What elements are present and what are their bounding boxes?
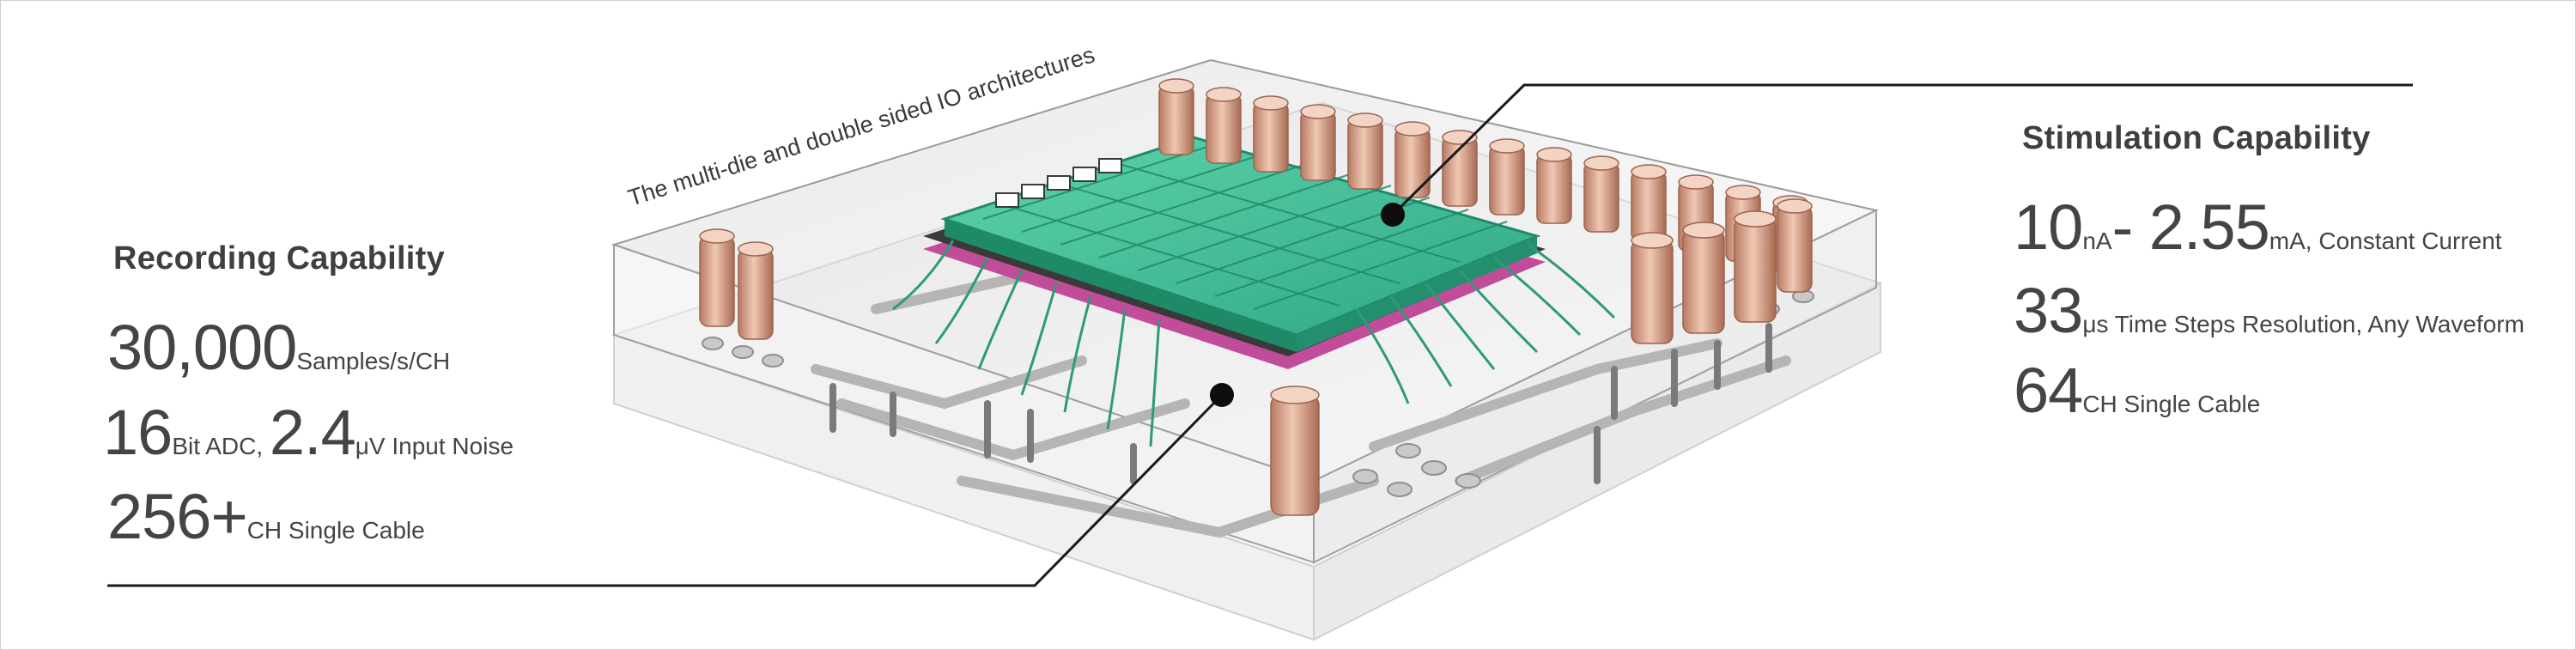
capacitor-bank-right bbox=[1631, 198, 1813, 344]
stimulation-time-steps: 33μs Time Steps Resolution, Any Waveform bbox=[2014, 279, 2524, 343]
time-step-unit: μs Time Steps Resolution, Any Waveform bbox=[2082, 311, 2524, 337]
smd-components bbox=[995, 158, 1122, 208]
current-min-value: 10 bbox=[2014, 191, 2083, 263]
capacitor-bank-back bbox=[1158, 78, 1808, 272]
capacitor-front bbox=[1270, 386, 1320, 516]
stimulation-current-range: 10nA- 2.55mA, Constant Current bbox=[2014, 196, 2502, 259]
current-max-unit: mA, Constant Current bbox=[2269, 228, 2502, 254]
recording-panel: Recording Capability bbox=[113, 240, 445, 277]
recording-adc-noise: 16Bit ADC, 2.4μV Input Noise bbox=[103, 401, 513, 465]
recording-channels: 256+CH Single Cable bbox=[107, 485, 425, 549]
recording-sample-rate: 30,000Samples/s/CH bbox=[107, 316, 450, 380]
adc-bits-unit: Bit ADC, bbox=[172, 433, 270, 459]
stimulation-channels-value: 64 bbox=[2014, 355, 2083, 426]
recording-channels-value: 256+ bbox=[107, 481, 248, 552]
stimulation-channels-unit: CH Single Cable bbox=[2082, 391, 2261, 417]
current-min-unit: nA bbox=[2082, 228, 2112, 254]
recording-channels-unit: CH Single Cable bbox=[246, 517, 425, 544]
input-noise-unit: μV Input Noise bbox=[355, 433, 514, 459]
green-die bbox=[940, 136, 1541, 352]
adc-bits-value: 16 bbox=[103, 397, 173, 468]
current-max-value: - 2.55 bbox=[2111, 191, 2270, 263]
pads bbox=[702, 289, 1814, 497]
input-noise-value: 2.4 bbox=[269, 397, 356, 468]
stimulation-heading: Stimulation Capability bbox=[2022, 120, 2371, 156]
recording-heading: Recording Capability bbox=[113, 240, 446, 276]
capacitor-left bbox=[699, 228, 774, 340]
pins bbox=[829, 323, 1772, 484]
sample-rate-unit: Samples/s/CH bbox=[296, 348, 451, 374]
bond-wires bbox=[892, 240, 1616, 447]
stimulation-panel: Stimulation Capability bbox=[2022, 120, 2371, 157]
callout-lines bbox=[107, 83, 2413, 587]
callout-dot-bottom bbox=[1210, 383, 1234, 407]
stimulation-channels: 64CH Single Cable bbox=[2014, 359, 2260, 422]
sample-rate-value: 30,000 bbox=[107, 312, 297, 383]
time-step-value: 33 bbox=[2014, 275, 2083, 346]
callout-dot-top bbox=[1381, 203, 1405, 227]
